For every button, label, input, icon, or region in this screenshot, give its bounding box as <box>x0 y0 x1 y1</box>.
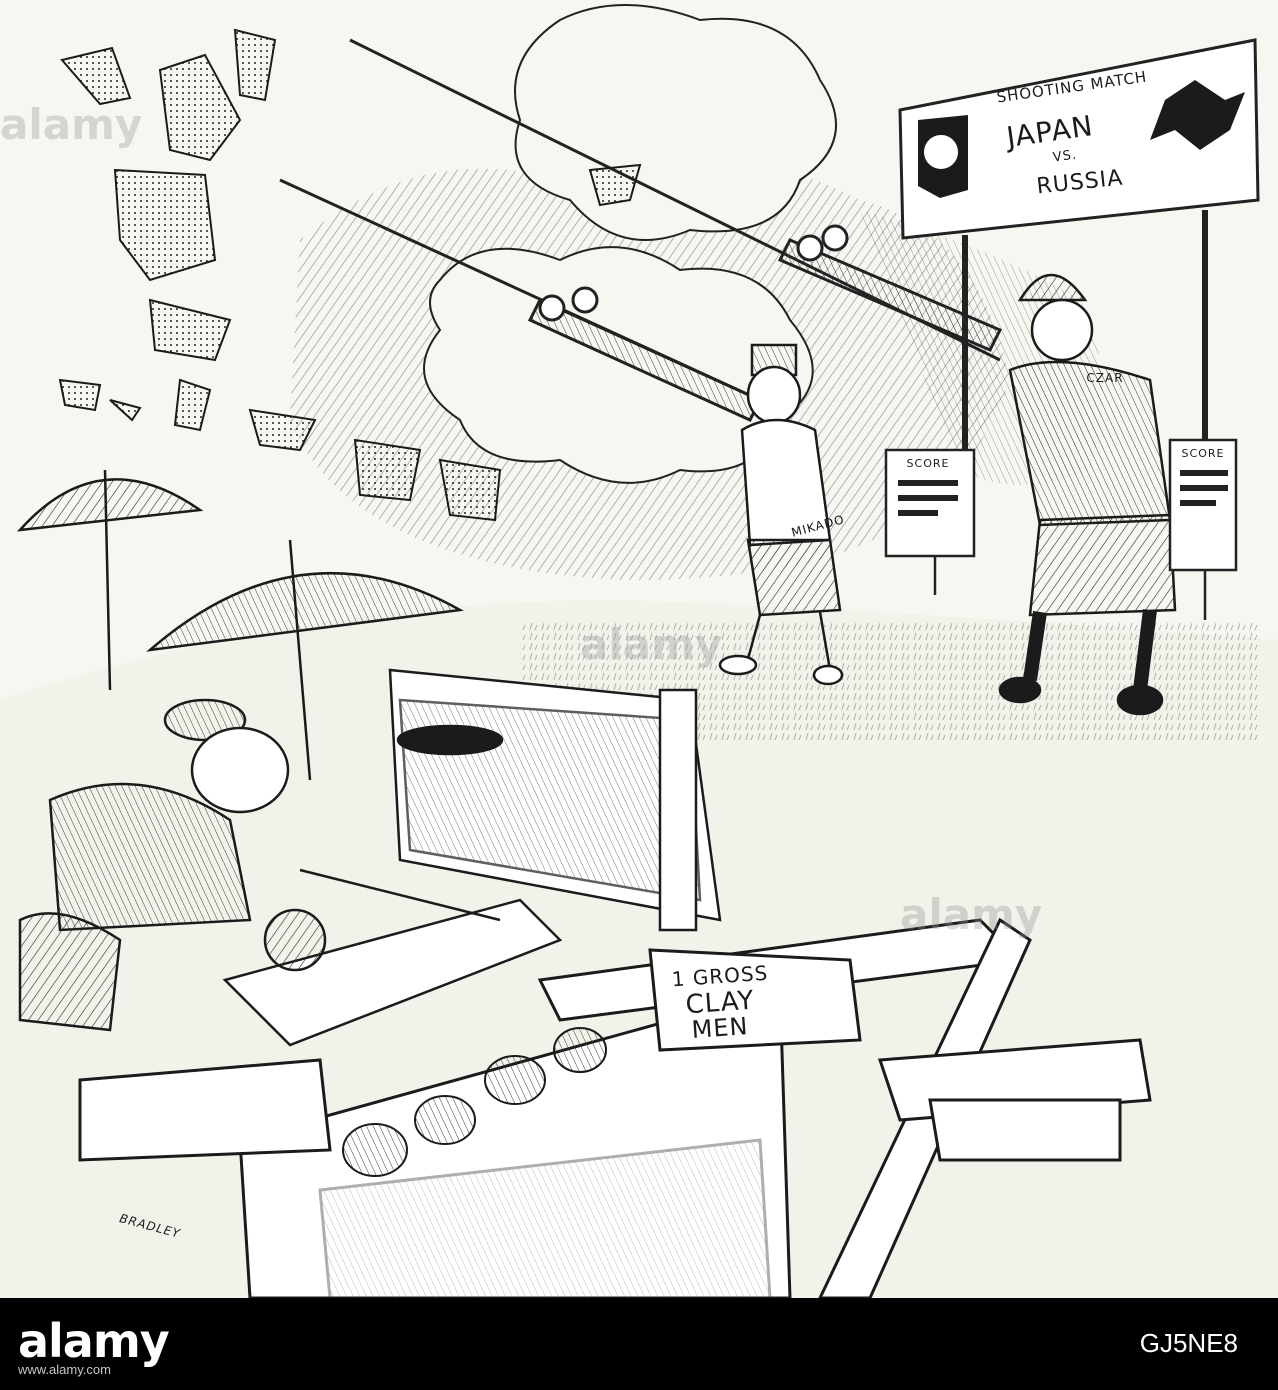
image-id: GJ5NE8 <box>1139 1328 1238 1358</box>
score-left-label: SCORE <box>906 457 950 470</box>
watermark-left: alamy <box>0 100 143 149</box>
brand-site: www.alamy.com <box>18 1362 111 1377</box>
mikado-figure <box>718 343 844 686</box>
czar-label: CZAR <box>1086 371 1124 385</box>
trap-shed <box>388 668 722 932</box>
czar-figure <box>998 273 1177 716</box>
stock-footer-bar: alamy www.alamy.com GJ5NE8 <box>0 1298 1278 1390</box>
clay-fragments <box>58 28 642 522</box>
editorial-cartoon: SHOOTING MATCH JAPAN VS. RUSSIA MIKADO C… <box>0 0 1278 1298</box>
umbrellas <box>16 469 464 781</box>
brand-logo: alamy <box>18 1314 170 1368</box>
watermark-right: alamy <box>900 890 1043 939</box>
watermark-center: alamy <box>580 620 723 669</box>
score-right-label: SCORE <box>1181 447 1225 460</box>
trap-operator <box>18 698 290 1032</box>
rifle-barrels <box>279 38 1003 422</box>
trap-machine <box>222 868 563 1047</box>
score-boards <box>884 438 1238 620</box>
clay-men-crate <box>78 917 1152 1298</box>
cartoon-drawing <box>16 4 1260 1298</box>
